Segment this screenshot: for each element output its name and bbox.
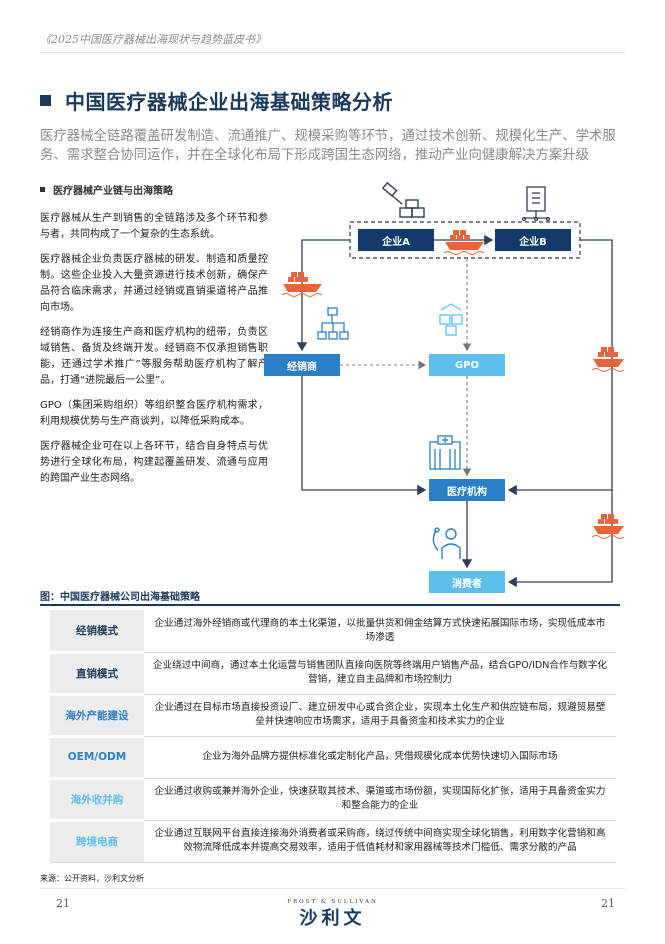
document-title: 《2025中国医疗器械出海现状与趋势蓝皮书》 (40, 33, 266, 46)
figure-caption: 图：中国医疗器械公司出海基础策略 (40, 592, 200, 603)
network-icon (317, 307, 349, 340)
node-gpo: GPO (429, 354, 505, 376)
brand-logo: 沙利文 (299, 908, 366, 929)
cargo-ship-icon (591, 514, 625, 539)
mode-name: 海外收并购 (50, 776, 144, 821)
node-consumer: 消费者 (429, 571, 505, 593)
arrow-to-distributor (296, 239, 350, 352)
building-icon (521, 186, 551, 222)
mode-description: 企业通过在目标市场直接投资设厂、建立研发中心或合资企业，实现本土化生产和供应链布… (144, 694, 616, 737)
brand-subtitle: FROST & SULLIVAN (287, 899, 378, 905)
bullet-square-icon (40, 187, 45, 192)
table-row: 跨境电商企业通过互联网平台直接连接海外消费者或采购商，绕过传统中间商实现全球化销… (50, 818, 616, 863)
cargo-ship-icon (281, 272, 323, 297)
arrow-distributor-to-hospital (301, 376, 427, 496)
mode-description: 企业通过海外经销商或代理商的本土化渠道，以批量供货和佣金结算方式快速拓展国际市场… (144, 610, 616, 653)
body-paragraph: 医疗器械从生产到销售的全链路涉及多个环节和参与者，共同构成了一个复杂的生态系统。 (40, 213, 268, 240)
cubes-icon (439, 303, 463, 336)
caption-divider (40, 604, 620, 606)
body-paragraph: 医疗器械企业可在以上各环节，结合自身特点与优势进行全球化布局，构建起覆盖研发、流… (40, 441, 268, 484)
section-heading: 中国医疗器械企业出海基础策略分析 (40, 86, 393, 115)
table-row: 经销模式企业通过海外经销商或代理商的本土化渠道，以批量供货和佣金结算方式快速拓展… (50, 610, 616, 653)
section-title: 中国医疗器械企业出海基础策略分析 (65, 90, 393, 114)
table-row: 海外产能建设企业通过在目标市场直接投资设厂、建立研发中心或合资企业，实现本土化生… (50, 692, 616, 737)
header-divider (40, 52, 625, 53)
node-distributor: 经销商 (264, 354, 340, 376)
sub-heading-text: 医疗器械产业链与出海策略 (53, 186, 173, 197)
mode-name: 跨境电商 (50, 818, 144, 863)
table-row: 直销模式企业绕过中间商，通过本土化运营与销售团队直接向医院等终端用户销售产品，结… (50, 650, 616, 695)
hospital-icon (429, 435, 461, 470)
body-paragraph: 经销商作为连接生产商和医疗机构的纽带，负责区域销售、备货及终端开发。经销商不仅承… (40, 327, 268, 386)
body-paragraph: 医疗器械企业负责医疗器械的研发、制造和质量控制。这些企业投入大量资源进行技术创新… (40, 254, 268, 313)
mode-name: 海外产能建设 (50, 692, 144, 737)
diagram-connectors (281, 181, 625, 588)
table-row: 海外收并购企业通过收购或兼并海外企业，快速获取其技术、渠道或市场份额，实现国际化… (50, 776, 616, 821)
page-number-left: 21 (56, 897, 70, 910)
factory-hammer-icon (381, 181, 425, 218)
strategy-table: 经销模式企业通过海外经销商或代理商的本土化渠道，以批量供货和佣金结算方式快速拓展… (50, 610, 616, 863)
supply-chain-diagram: 企业A 企业B 经销商 GPO 医疗机构 消费者 (262, 181, 625, 593)
mode-description: 企业通过互联网平台直接连接海外消费者或采购商，绕过传统中间商实现全球化销售，利用… (144, 820, 616, 863)
node-hospital: 医疗机构 (429, 479, 505, 501)
mode-description: 企业为海外品牌方提供标准化或定制化产品，凭借规模化成本优势快速切入国际市场 (144, 736, 616, 779)
mode-description: 企业通过收购或兼并海外企业，快速获取其技术、渠道或市场份额，实现国际化扩张，适用… (144, 778, 616, 821)
sub-heading: 医疗器械产业链与出海策略 (40, 182, 268, 197)
mode-name: 直销模式 (50, 650, 144, 695)
footer-divider (40, 888, 625, 889)
doctor-icon (432, 527, 461, 559)
arrow-company-to-hospital (507, 239, 613, 496)
page-number-right: 21 (601, 897, 615, 910)
node-company-b: 企业B (495, 229, 571, 251)
body-paragraph: GPO（集团采购组织）等组织整合医疗机构需求，利用规模优势与生产商谈判，以降低采… (40, 400, 268, 427)
mode-description: 企业绕过中间商，通过本土化运营与销售团队直接向医院等终端用户销售产品，结合GPO… (144, 652, 616, 695)
intro-paragraph: 医疗器械全链路覆盖研发制造、流通推广、规模采购等环节，通过技术创新、规模化生产、… (40, 129, 616, 163)
mode-name: 经销模式 (50, 610, 144, 653)
left-column: 医疗器械产业链与出海策略 医疗器械从生产到销售的全链路涉及多个环节和参与者，共同… (40, 182, 268, 496)
cargo-ship-icon (591, 347, 625, 372)
node-company-a: 企业A (358, 229, 434, 251)
mode-name: OEM/ODM (50, 734, 144, 779)
source-note: 来源：公开资料，沙利文分析 (40, 874, 144, 883)
section-square-icon (40, 95, 51, 106)
cargo-ship-icon (443, 230, 485, 255)
